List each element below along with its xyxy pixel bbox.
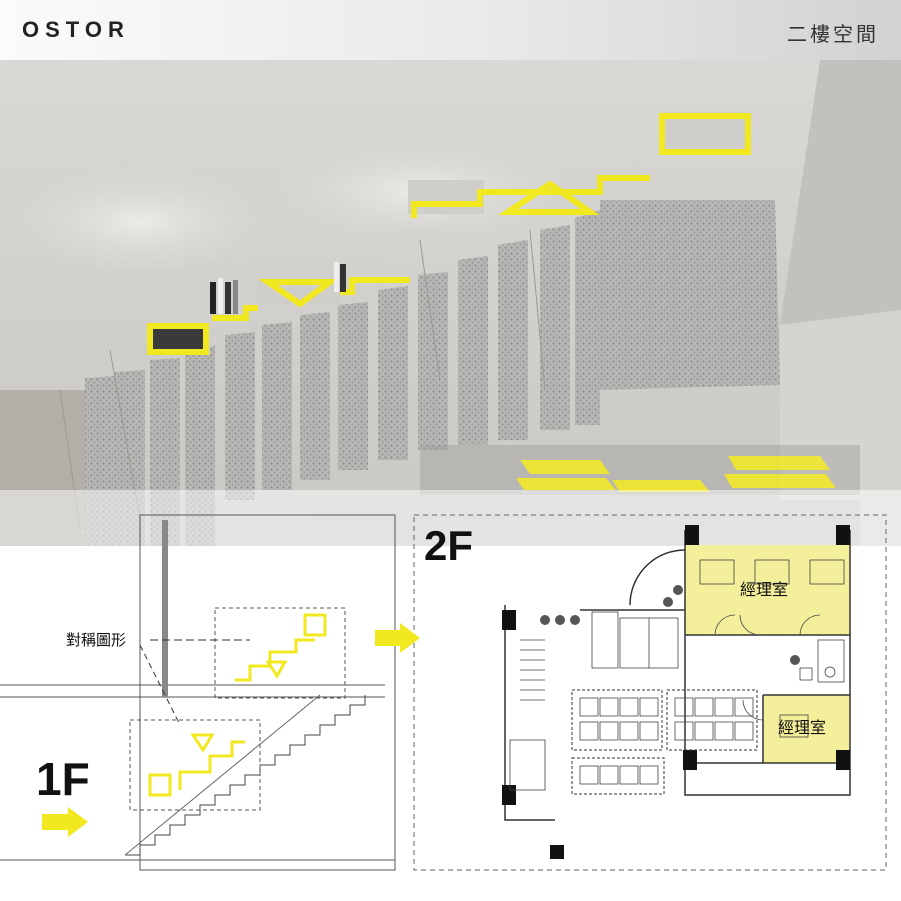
symmetry-shapes [148,613,327,797]
wall-shelves [146,112,751,355]
arrow-right-icon [42,807,88,837]
arrow-right-icon [375,623,420,653]
brand-logo: OSTOR [22,17,130,42]
floor-patterns [420,445,860,495]
header-bar: OSTOR 二樓空間 [0,0,901,60]
staircase-rendering [0,60,901,546]
floor-label-2f: 2F [424,522,474,569]
room-label-manager-office-1: 經理室 [740,580,789,599]
symmetry-annotation: 對稱圖形 [66,631,127,649]
room-label-manager-office-2: 經理室 [778,718,827,737]
books [210,262,346,314]
floor-plan-2f [502,525,851,859]
floor-plans [0,514,887,871]
section-title: 二樓空間 [787,22,879,46]
floor-label-1f: 1F [36,753,90,805]
section-drawing [0,514,396,871]
plan-frame [413,514,887,871]
